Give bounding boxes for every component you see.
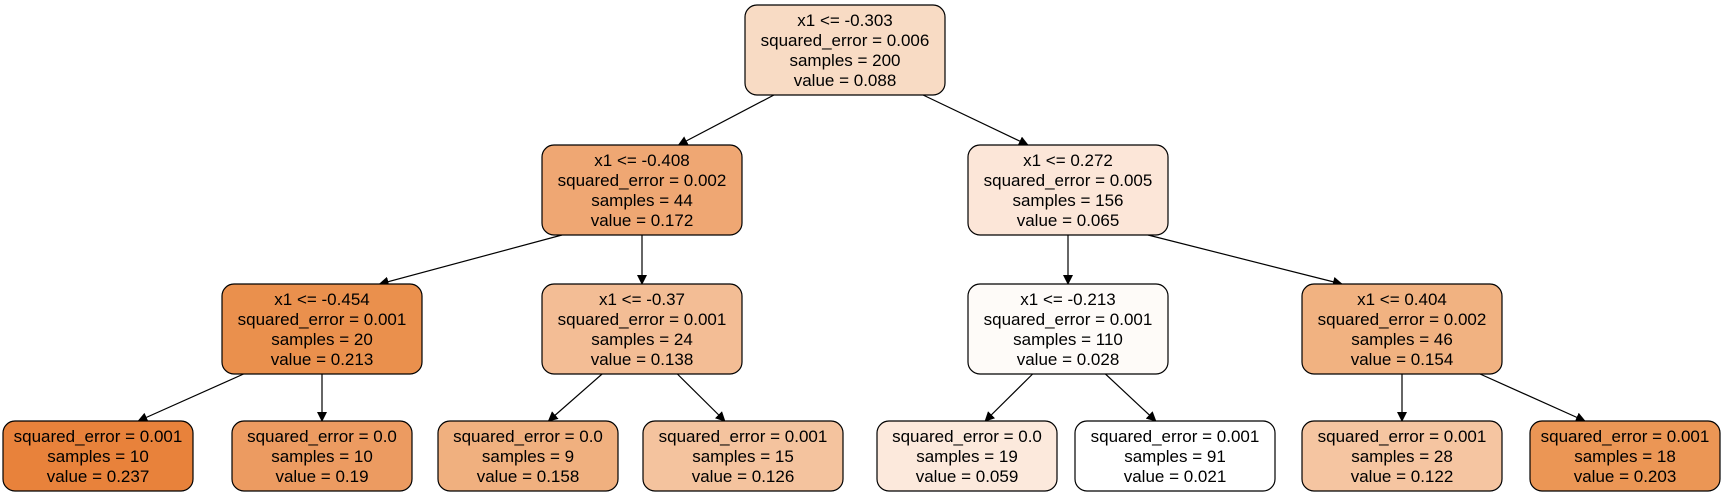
node-text-line: x1 <= -0.303 (797, 11, 892, 30)
node-text-line: squared_error = 0.005 (984, 171, 1153, 190)
tree-edge-n4-n10 (676, 373, 726, 422)
node-box (541, 144, 743, 236)
node-text-line: squared_error = 0.002 (558, 171, 727, 190)
node-text-line: samples = 10 (271, 447, 373, 466)
node-box (221, 283, 423, 375)
node-text-line: samples = 46 (1351, 330, 1453, 349)
node-text-line: samples = 10 (47, 447, 149, 466)
tree-edge-n6-n14 (1479, 373, 1586, 422)
node-text-line: squared_error = 0.0 (892, 427, 1042, 446)
node-text-line: samples = 110 (1013, 330, 1123, 349)
node-text-line: squared_error = 0.001 (14, 427, 183, 446)
node-text-line: value = 0.19 (275, 467, 368, 486)
node-box (231, 420, 413, 492)
node-text-line: samples = 15 (692, 447, 794, 466)
node-box (876, 420, 1058, 492)
node-text-line: squared_error = 0.001 (1318, 427, 1487, 446)
tree-edge-root-n2 (922, 94, 1029, 146)
node-text-line: x1 <= -0.37 (599, 290, 685, 309)
node-text-line: squared_error = 0.001 (558, 310, 727, 329)
node-text-line: squared_error = 0.0 (247, 427, 397, 446)
tree-edge-n4-n9 (547, 373, 603, 422)
node-box (642, 420, 844, 492)
node-text-line: value = 0.028 (1017, 350, 1120, 369)
node-text-line: x1 <= -0.408 (594, 151, 689, 170)
node-text-line: value = 0.172 (591, 211, 694, 230)
node-text-line: value = 0.126 (692, 467, 795, 486)
tree-edges (137, 94, 1586, 422)
tree-edge-n1-n3 (378, 234, 563, 287)
node-text-line: x1 <= -0.213 (1020, 290, 1115, 309)
node-text-line: squared_error = 0.006 (761, 31, 930, 50)
node-text-line: squared_error = 0.001 (1541, 427, 1710, 446)
node-text-line: value = 0.122 (1351, 467, 1454, 486)
node-box (1301, 420, 1503, 492)
node-text-line: squared_error = 0.002 (1318, 310, 1487, 329)
node-text-line: samples = 9 (482, 447, 574, 466)
node-text-line: samples = 156 (1012, 191, 1123, 210)
node-text-line: samples = 200 (789, 51, 900, 70)
node-text-line: value = 0.203 (1574, 467, 1677, 486)
node-box (967, 283, 1169, 375)
node-box (967, 144, 1169, 236)
node-text-line: squared_error = 0.001 (238, 310, 407, 329)
node-text-line: samples = 44 (591, 191, 693, 210)
node-text-line: value = 0.237 (47, 467, 150, 486)
node-box (744, 4, 946, 96)
node-text-line: value = 0.065 (1017, 211, 1120, 230)
tree-edge-root-n1 (677, 94, 775, 146)
node-text-line: x1 <= 0.404 (1357, 290, 1447, 309)
node-text-line: value = 0.158 (477, 467, 580, 486)
node-text-line: samples = 28 (1351, 447, 1453, 466)
node-box (1074, 420, 1276, 492)
node-text-line: samples = 19 (916, 447, 1018, 466)
node-text-line: samples = 20 (271, 330, 373, 349)
node-box (2, 420, 194, 492)
node-text-line: value = 0.138 (591, 350, 694, 369)
node-box (541, 283, 743, 375)
node-box (437, 420, 619, 492)
node-text-line: squared_error = 0.001 (1091, 427, 1260, 446)
node-box (1529, 420, 1721, 492)
node-text-line: value = 0.059 (916, 467, 1019, 486)
tree-edge-n3-n7 (137, 373, 244, 422)
tree-edge-n5-n11 (984, 373, 1034, 422)
node-text-line: value = 0.154 (1351, 350, 1454, 369)
node-text-line: squared_error = 0.0 (453, 427, 603, 446)
node-text-line: x1 <= 0.272 (1023, 151, 1113, 170)
node-text-line: squared_error = 0.001 (659, 427, 828, 446)
tree-edge-n2-n6 (1147, 234, 1343, 287)
node-text-line: samples = 91 (1124, 447, 1226, 466)
node-text-line: value = 0.088 (794, 71, 897, 90)
tree-edge-n5-n12 (1105, 373, 1157, 422)
node-text-line: samples = 24 (591, 330, 693, 349)
node-text-line: value = 0.213 (271, 350, 374, 369)
node-text-line: samples = 18 (1574, 447, 1676, 466)
node-box (1301, 283, 1503, 375)
node-text-line: squared_error = 0.001 (984, 310, 1153, 329)
node-text-line: value = 0.021 (1124, 467, 1227, 486)
node-text-line: x1 <= -0.454 (274, 290, 369, 309)
